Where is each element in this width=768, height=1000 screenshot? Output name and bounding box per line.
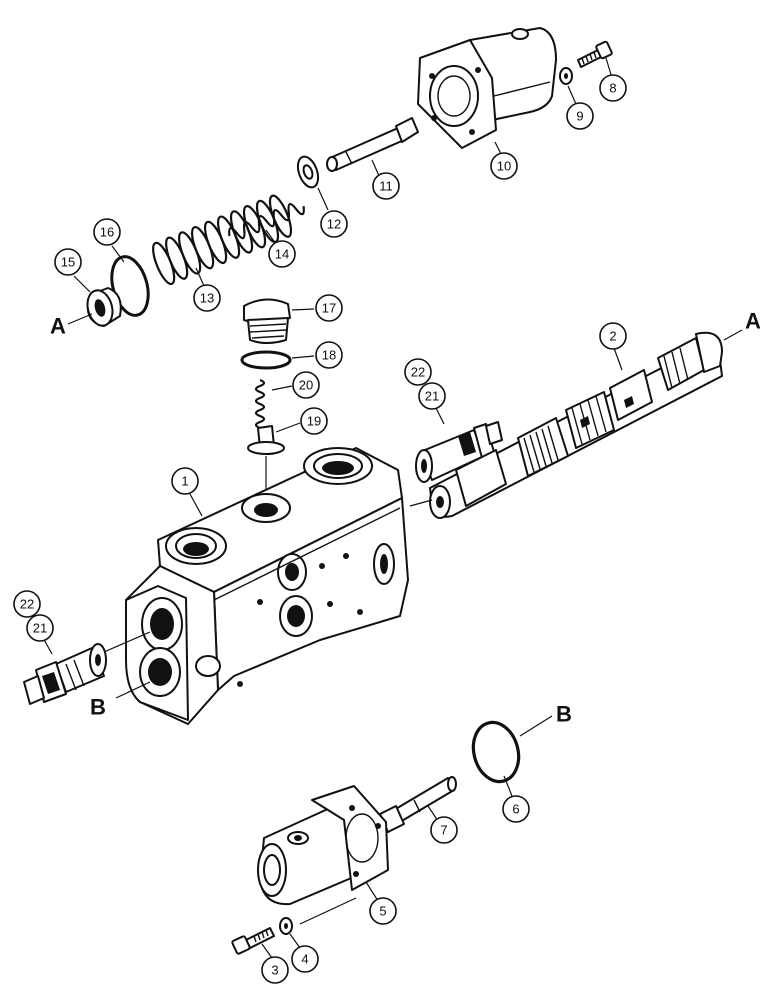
callout-14: 14 xyxy=(268,240,296,268)
reference-letter-b-right: B xyxy=(556,702,572,727)
leader-4 xyxy=(289,933,301,949)
part-1-valve-body xyxy=(125,447,409,725)
assembly-line-spool xyxy=(409,499,433,507)
part-11-spring-guide xyxy=(326,117,419,172)
callout-17: 17 xyxy=(315,294,343,322)
svg-text:20: 20 xyxy=(299,378,313,393)
svg-text:16: 16 xyxy=(100,225,114,240)
callout-1: 1 xyxy=(171,467,199,495)
callout-8: 8 xyxy=(599,74,627,102)
svg-text:9: 9 xyxy=(576,109,583,124)
callout-3: 3 xyxy=(261,956,289,984)
svg-text:8: 8 xyxy=(609,81,616,96)
svg-text:5: 5 xyxy=(379,904,386,919)
callout-22-lower: 22 xyxy=(13,590,41,618)
part-3-screw xyxy=(231,927,275,955)
part-17-plug xyxy=(243,298,291,344)
leader-20 xyxy=(271,385,293,391)
leader-17 xyxy=(291,308,315,311)
reference-letter-a-right: A xyxy=(745,309,761,334)
svg-text:19: 19 xyxy=(307,414,321,429)
part-21-relief-valve-lower xyxy=(23,643,107,705)
svg-text:21: 21 xyxy=(33,621,47,636)
callout-4: 4 xyxy=(291,945,319,973)
svg-text:22: 22 xyxy=(20,597,34,612)
svg-text:17: 17 xyxy=(322,301,336,316)
leader-16 xyxy=(111,245,125,263)
svg-text:12: 12 xyxy=(327,217,341,232)
svg-text:3: 3 xyxy=(271,963,278,978)
part-19-poppet xyxy=(247,425,285,455)
callout-21-upper: 21 xyxy=(418,382,446,410)
svg-text:10: 10 xyxy=(497,159,511,174)
part-14-inner-spring xyxy=(228,203,305,240)
leader-19 xyxy=(275,422,301,433)
part-4-washer xyxy=(279,917,293,935)
callout-2: 2 xyxy=(599,322,627,350)
callout-19: 19 xyxy=(300,407,328,435)
leader-ref-a-right xyxy=(723,329,743,341)
part-15-spring-seat xyxy=(86,287,122,327)
svg-text:2: 2 xyxy=(609,329,616,344)
callout-15: 15 xyxy=(54,248,82,276)
svg-text:4: 4 xyxy=(301,952,308,967)
callout-18: 18 xyxy=(315,341,343,369)
part-20-small-spring xyxy=(254,378,266,430)
part-10-spool-cap xyxy=(417,27,557,149)
callout-21-lower: 21 xyxy=(26,614,54,642)
callout-22-upper: 22 xyxy=(404,358,432,386)
callout-16: 16 xyxy=(93,218,121,246)
callout-13: 13 xyxy=(193,284,221,312)
part-18-o-ring xyxy=(240,350,292,370)
svg-text:14: 14 xyxy=(275,247,289,262)
svg-text:7: 7 xyxy=(440,823,447,838)
leader-18 xyxy=(291,355,315,359)
part-2-spool xyxy=(429,331,723,519)
callout-12: 12 xyxy=(320,210,348,238)
assembly-line-5 xyxy=(299,897,357,925)
callout-6: 6 xyxy=(502,795,530,823)
callout-5: 5 xyxy=(369,897,397,925)
part-12-washer xyxy=(296,155,320,189)
reference-letter-a-left: A xyxy=(50,314,66,339)
leader-6 xyxy=(503,775,513,797)
leader-3 xyxy=(261,943,273,959)
callout-20: 20 xyxy=(292,371,320,399)
part-5-spool-cap xyxy=(257,785,389,906)
leader-2 xyxy=(613,347,623,371)
leader-12 xyxy=(317,187,329,211)
part-8-screw xyxy=(577,40,613,68)
leader-ref-a-left xyxy=(67,313,93,325)
svg-text:13: 13 xyxy=(200,291,214,306)
svg-text:11: 11 xyxy=(379,179,393,194)
leader-ref-b-right xyxy=(519,715,553,737)
part-6-o-ring xyxy=(471,720,521,784)
leader-13 xyxy=(195,267,205,287)
leader-9 xyxy=(567,85,577,105)
svg-text:21: 21 xyxy=(425,389,439,404)
callout-9: 9 xyxy=(566,102,594,130)
leader-ref-b-left xyxy=(115,681,151,699)
callout-10: 10 xyxy=(490,152,518,180)
leader-1 xyxy=(189,493,203,517)
part-21-relief-valve-upper xyxy=(415,421,503,483)
part-9-washer xyxy=(559,67,573,85)
svg-text:22: 22 xyxy=(411,365,425,380)
svg-text:15: 15 xyxy=(61,255,75,270)
leader-15 xyxy=(73,275,91,293)
assembly-line-valve-lower xyxy=(103,631,151,653)
callout-7: 7 xyxy=(430,816,458,844)
callout-11: 11 xyxy=(372,172,400,200)
reference-letter-b-left: B xyxy=(90,695,106,720)
svg-text:1: 1 xyxy=(181,474,188,489)
svg-text:6: 6 xyxy=(512,802,519,817)
svg-text:18: 18 xyxy=(322,348,336,363)
